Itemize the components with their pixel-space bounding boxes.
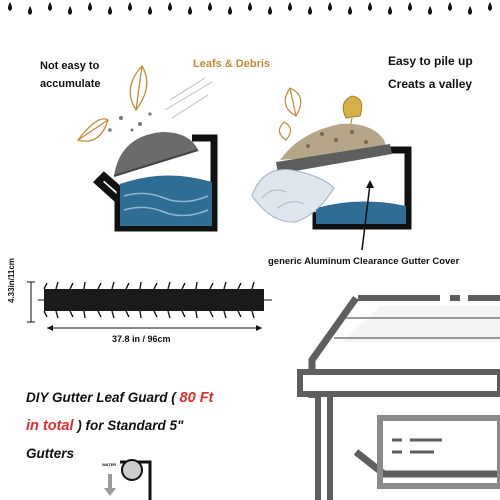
water-label: WATER bbox=[102, 462, 117, 467]
title-part3: Gutters bbox=[26, 446, 75, 461]
right-caption: Easy to pile up Creats a valley bbox=[388, 50, 500, 96]
leaf-icon bbox=[76, 64, 148, 142]
right-caption-line1: Easy to pile up bbox=[388, 54, 473, 68]
aluminum-cover-label: generic Aluminum Clearance Gutter Cover bbox=[268, 256, 460, 267]
product-title: DIY Gutter Leaf Guard ( 80 Ft in total )… bbox=[26, 384, 276, 467]
left-caption: Not easy to accumulate bbox=[40, 58, 160, 93]
rain-drops-decoration bbox=[8, 2, 492, 15]
title-highlight-length: 80 Ft bbox=[179, 390, 214, 406]
title-highlight-total: in total bbox=[26, 418, 74, 434]
height-dimension-label: 4.33in/11cm bbox=[7, 258, 16, 303]
title-part1: DIY Gutter Leaf Guard ( bbox=[26, 390, 180, 405]
leafs-debris-label: Leafs & Debris bbox=[193, 58, 271, 70]
brush-bar bbox=[44, 289, 264, 311]
width-dimension-label: 37.8 in / 96cm bbox=[112, 334, 171, 344]
leaf-icon bbox=[278, 87, 302, 141]
left-caption-line2: accumulate bbox=[40, 77, 101, 90]
menu-lines-icon bbox=[392, 438, 442, 454]
ginkgo-leaf-icon bbox=[342, 95, 363, 129]
right-caption-line2: Creats a valley bbox=[388, 76, 473, 91]
title-part2: ) for Standard 5" bbox=[73, 418, 184, 433]
left-caption-line1: Not easy to bbox=[40, 60, 100, 72]
